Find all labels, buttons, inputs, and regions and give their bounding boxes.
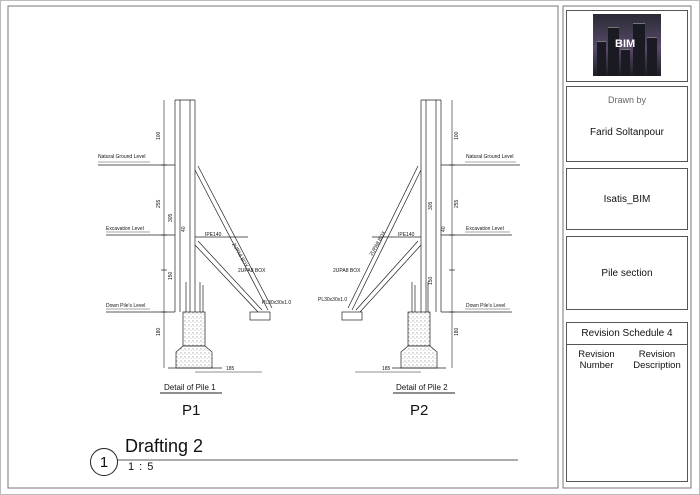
p1-dim-40: 40	[181, 226, 187, 232]
p1-level-natural: Natural Ground Level	[98, 154, 146, 160]
drawing-frame	[7, 5, 559, 489]
view-number: 1	[90, 448, 118, 476]
p1-dim-185: 185	[226, 366, 235, 372]
p2-dim-40: 40	[441, 226, 447, 232]
p2-dim-255: 255	[454, 199, 460, 208]
p2-member-box: 2UPA8 BOX	[333, 268, 361, 274]
revision-number-header: Revision Number	[578, 349, 615, 371]
sheet-name: Pile section	[601, 267, 653, 279]
p1-dim-255: 255	[156, 199, 162, 208]
sheet-name-box: Pile section	[566, 236, 688, 310]
p1-member-plate: PL30x30x1.0	[262, 300, 291, 306]
p1-level-down: Down Pile's Level	[106, 303, 145, 309]
p1-level-excavation: Excavation Level	[106, 226, 144, 232]
p2-dim-185: 185	[382, 366, 391, 372]
p2-dim-150: 150	[428, 276, 434, 285]
revision-description-header: Revision Description	[633, 349, 681, 371]
drawn-by-box: Drawn by Farid Soltanpour	[566, 86, 688, 162]
p2-member-plate: PL30x30x1.0	[318, 297, 347, 303]
p1-caption: Detail of Pile 1	[164, 383, 216, 392]
p1-id: P1	[182, 402, 200, 419]
p2-dim-180: 180	[454, 327, 460, 336]
pile-detail-p1	[98, 99, 273, 394]
p2-id: P2	[410, 402, 428, 419]
p1-dim-100: 100	[156, 131, 162, 140]
p2-labels: Natural Ground Level Excavation Level Do…	[318, 131, 514, 419]
p1-member-ipe: IPE140	[205, 232, 222, 238]
p2-level-excavation: Excavation Level	[466, 226, 504, 232]
p1-dim-150: 150	[168, 271, 174, 280]
revision-schedule-title: Revision Schedule 4	[567, 323, 687, 345]
p2-dim-305: 305	[428, 201, 434, 210]
p2-level-down: Down Pile's Level	[466, 303, 505, 309]
p2-member-ipe: IPE140	[398, 232, 415, 238]
bim-logo: BIM	[593, 14, 661, 76]
view-scale: 1 : 5	[128, 461, 155, 473]
drawn-by-name: Farid Soltanpour	[590, 127, 664, 138]
project-box: Isatis_BIM	[566, 168, 688, 230]
view-name: Drafting 2	[125, 436, 204, 456]
logo-text: BIM	[615, 38, 636, 50]
p2-caption: Detail of Pile 2	[396, 383, 448, 392]
p2-dim-100: 100	[454, 131, 460, 140]
pile-detail-p2	[341, 99, 520, 394]
project-name: Isatis_BIM	[603, 193, 651, 205]
p1-dim-180: 180	[156, 327, 162, 336]
drawn-by-label: Drawn by	[607, 95, 646, 105]
revision-schedule-box	[566, 322, 688, 482]
p2-level-natural: Natural Ground Level	[466, 154, 514, 160]
p1-member-box: 2UPA8 BOX	[238, 268, 266, 274]
p1-dim-305: 305	[168, 213, 174, 222]
title-block-frame	[562, 5, 692, 489]
